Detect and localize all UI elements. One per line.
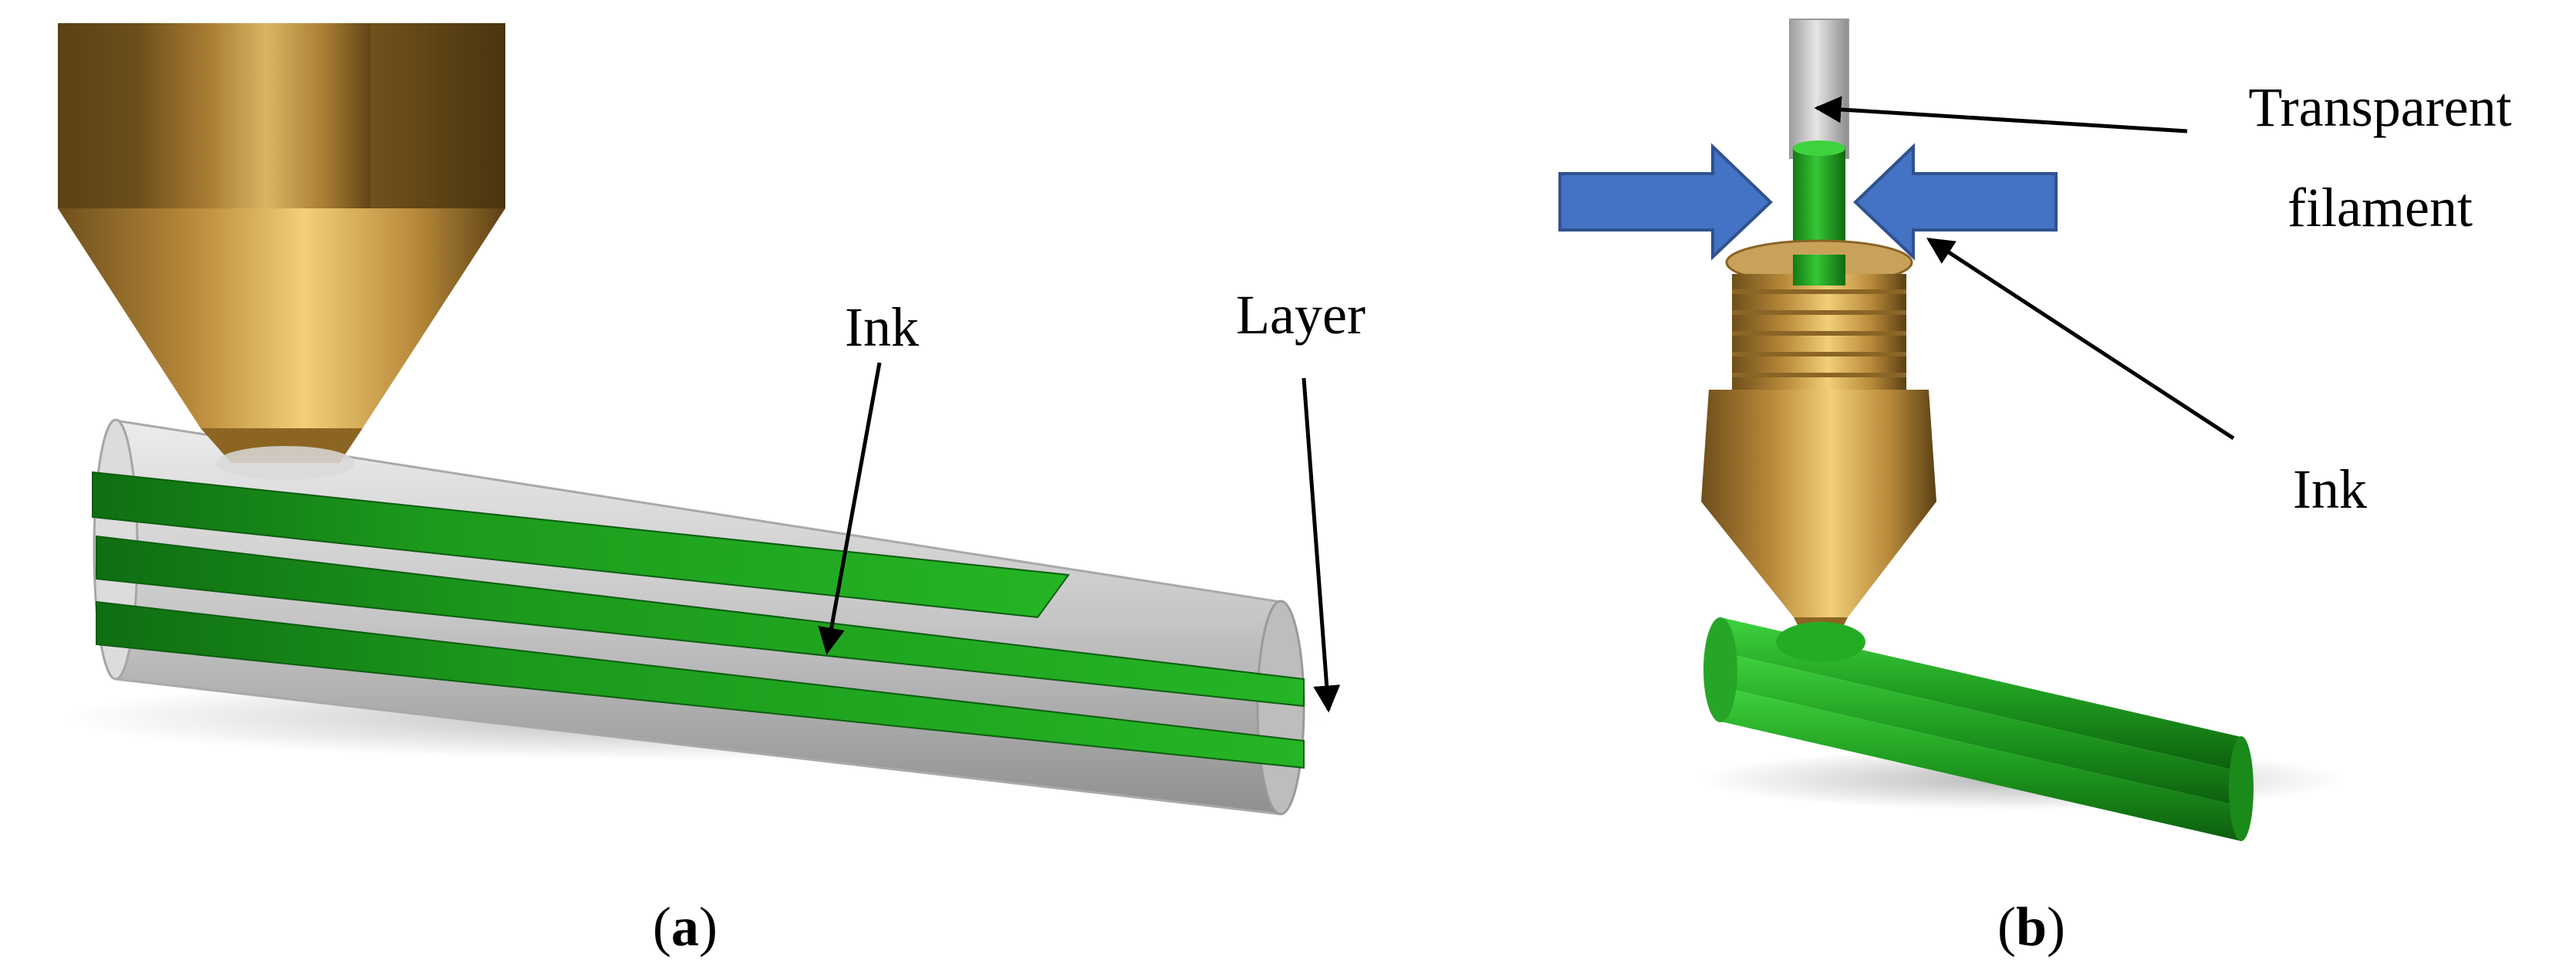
blue-arrow-left <box>1558 143 1773 261</box>
transparent-filament <box>1789 19 1849 159</box>
blue-arrow-right <box>1853 143 2058 261</box>
ink-label-b: Ink <box>2293 458 2367 520</box>
ink-strip-bottom <box>96 600 1305 769</box>
caption-a: (a) <box>653 896 717 958</box>
ink-strip-top <box>92 471 1070 619</box>
filament-label-line2: filament <box>2287 177 2473 238</box>
filament-label-line1: Transparent <box>2248 76 2511 138</box>
ink-label-a: Ink <box>845 296 919 358</box>
caption-b: (b) <box>1997 896 2065 958</box>
ink-strip-middle <box>96 535 1305 708</box>
panel-b-illustration <box>1558 19 2345 841</box>
ink-strips <box>92 471 1305 769</box>
ink-arrow-b <box>1926 237 2235 441</box>
ink-arrow-a <box>818 362 882 655</box>
filament-arrow <box>1814 96 2188 133</box>
layer-arrow-a <box>1302 377 1341 713</box>
nozzle-a <box>58 23 505 480</box>
panel-a-illustration <box>58 23 1327 816</box>
nozzle-thread <box>1725 239 1913 394</box>
printed-rods <box>1703 617 2254 841</box>
layer-label-a: Layer <box>1236 284 1366 346</box>
nozzle-b <box>1701 390 1936 640</box>
